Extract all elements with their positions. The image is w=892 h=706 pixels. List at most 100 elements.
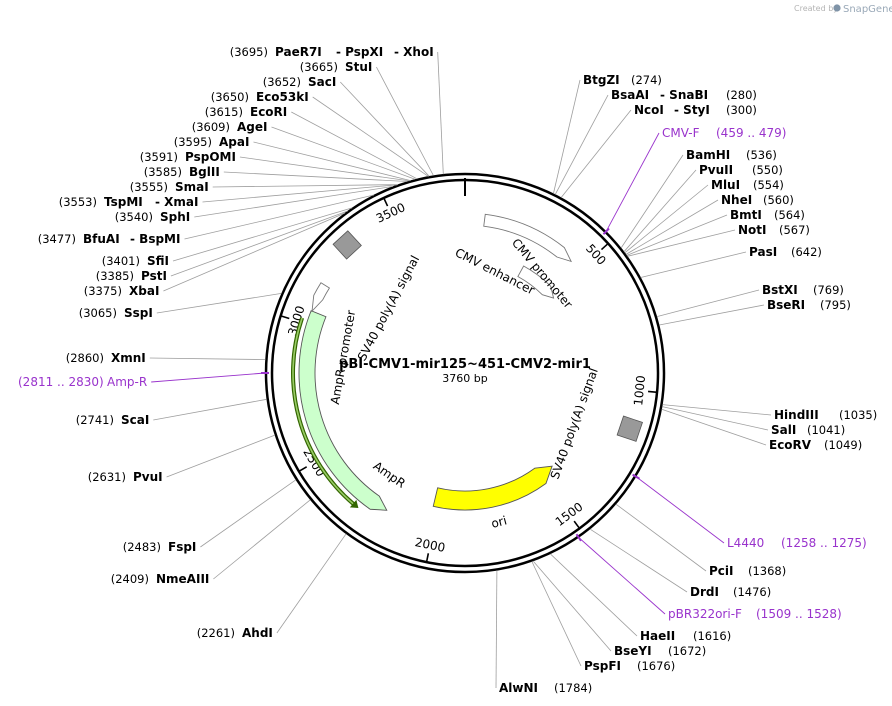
- enzyme-label-alwni[interactable]: AlwNI: [499, 681, 538, 695]
- enzyme-label-sspi[interactable]: SspI: [124, 306, 153, 320]
- enzyme-position: (2261): [197, 626, 235, 640]
- enzyme-label-nhei[interactable]: NheI: [721, 193, 752, 207]
- bp-tick-label: 3500: [374, 200, 408, 226]
- enzyme-position: (642): [791, 245, 822, 259]
- enzyme-label-eco53ki[interactable]: Eco53kI: [256, 90, 309, 104]
- enzyme-label-pcii[interactable]: PciI: [709, 564, 734, 578]
- primer-label-amp-r[interactable]: Amp-R: [107, 375, 147, 389]
- enzyme-position: (3401): [102, 254, 140, 268]
- feature-terminator-box[interactable]: [616, 415, 643, 442]
- enzyme-position: (3065): [79, 306, 117, 320]
- enzyme-position: (3375): [84, 284, 122, 298]
- ampr-strand-arrowhead: [349, 499, 359, 508]
- enzyme-label-ncoi[interactable]: NcoI: [634, 103, 664, 117]
- enzyme-label-bmti[interactable]: BmtI: [730, 208, 762, 222]
- cut-site-leader: [202, 184, 398, 203]
- enzyme-label-bglii[interactable]: BglII: [189, 165, 220, 179]
- enzyme-label-stui[interactable]: StuI: [345, 60, 372, 74]
- enzyme-position: (2483): [123, 540, 161, 554]
- enzyme-position: (3650): [211, 90, 249, 104]
- cut-site-leader: [640, 251, 747, 278]
- enzyme-label-pspxi[interactable]: - PspXI: [336, 45, 383, 59]
- cut-site-leader: [626, 214, 728, 256]
- enzyme-label-pspomi[interactable]: PspOMI: [185, 150, 236, 164]
- enzyme-label-bsaai[interactable]: BsaAI: [611, 88, 649, 102]
- enzyme-labels-right: BtgZI (274) BsaAI - SnaBI (280) NcoI - S…: [499, 73, 877, 695]
- enzyme-label-pasi[interactable]: PasI: [749, 245, 777, 259]
- enzyme-label-noti[interactable]: NotI: [738, 223, 767, 237]
- feature-arrow-ori[interactable]: [432, 465, 553, 511]
- enzyme-label-snabi[interactable]: - SnaBI: [660, 88, 708, 102]
- feature-label-ampr: AmpR: [371, 459, 408, 491]
- enzyme-label-scai[interactable]: ScaI: [121, 413, 149, 427]
- enzyme-label-pvuii[interactable]: PvuII: [699, 163, 733, 177]
- cut-site-leader: [615, 503, 707, 572]
- cut-site-leader: [212, 184, 398, 188]
- enzyme-label-xhoi[interactable]: - XhoI: [394, 45, 434, 59]
- primer-label-cmv-f[interactable]: CMV-F: [662, 126, 700, 140]
- enzyme-position: (3609): [192, 120, 230, 134]
- cut-site-leader: [200, 479, 297, 548]
- enzyme-label-bamhi[interactable]: BamHI: [686, 148, 730, 162]
- enzyme-label-bfuai[interactable]: BfuAI: [83, 232, 120, 246]
- feature-arrow-promoter[interactable]: [517, 265, 555, 299]
- enzyme-label-ecori[interactable]: EcoRI: [250, 105, 287, 119]
- enzyme-position: (2409): [111, 572, 149, 586]
- enzyme-label-bstxi[interactable]: BstXI: [762, 283, 798, 297]
- enzyme-position: (3615): [205, 105, 243, 119]
- enzyme-label-fspi[interactable]: FspI: [168, 540, 196, 554]
- enzyme-label-bseri[interactable]: BseRI: [767, 298, 805, 312]
- enzyme-label-hindiii[interactable]: HindIII: [774, 408, 819, 422]
- bp-tick-mark: [647, 390, 657, 394]
- enzyme-label-sfii[interactable]: SfiI: [147, 254, 169, 268]
- enzyme-label-sali[interactable]: SalI: [771, 423, 796, 437]
- enzyme-label-saci[interactable]: SacI: [308, 75, 336, 89]
- enzyme-label-xmai[interactable]: - XmaI: [155, 195, 199, 209]
- enzyme-label-psti[interactable]: PstI: [141, 269, 167, 283]
- enzyme-label-haeii[interactable]: HaeII: [640, 629, 675, 643]
- cut-site-leader: [153, 398, 267, 421]
- primer-label-pbr322ori-f[interactable]: pBR322ori-F: [668, 607, 742, 621]
- cut-site-leader: [239, 156, 410, 182]
- enzyme-position: (1368): [748, 564, 786, 578]
- enzyme-label-agei[interactable]: AgeI: [237, 120, 267, 134]
- cut-site-leader: [376, 66, 434, 176]
- cut-site-leader: [253, 141, 411, 181]
- enzyme-label-pvui[interactable]: PvuI: [133, 470, 163, 484]
- bp-tick-mark: [383, 198, 389, 207]
- enzyme-label-btgzi[interactable]: BtgZI: [583, 73, 620, 87]
- enzyme-position: (3477): [38, 232, 76, 246]
- feature-arrow-cds[interactable]: [298, 310, 388, 511]
- feature-arrow-promoter[interactable]: [311, 282, 331, 313]
- feature-terminator-box[interactable]: [332, 230, 362, 260]
- cut-site-leader: [553, 79, 581, 194]
- enzyme-label-ahdi[interactable]: AhdI: [242, 626, 273, 640]
- enzyme-position: (1476): [733, 585, 771, 599]
- enzyme-label-paer7i[interactable]: PaeR7I: [275, 45, 322, 59]
- enzyme-position: (560): [763, 193, 794, 207]
- feature-arrow-enhancer[interactable]: [483, 213, 572, 263]
- enzyme-label-bseyi[interactable]: BseYI: [614, 644, 652, 658]
- enzyme-label-pspfi[interactable]: PspFI: [584, 659, 621, 673]
- enzyme-label-mlui[interactable]: MluI: [711, 178, 740, 192]
- enzyme-label-sphi[interactable]: SphI: [160, 210, 190, 224]
- enzyme-label-smai[interactable]: SmaI: [175, 180, 209, 194]
- features: [298, 213, 643, 511]
- enzyme-label-nmeaiii[interactable]: NmeAIII: [156, 572, 209, 586]
- cut-site-leader: [554, 94, 609, 195]
- enzyme-position: (2741): [76, 413, 114, 427]
- enzyme-position: (550): [752, 163, 783, 177]
- enzyme-label-ecorv[interactable]: EcoRV: [769, 438, 812, 452]
- enzyme-label-apai[interactable]: ApaI: [219, 135, 249, 149]
- primer-label-l4440[interactable]: L4440: [727, 536, 764, 550]
- enzyme-label-drdi[interactable]: DrdI: [690, 585, 719, 599]
- enzyme-label-xmni[interactable]: XmnI: [111, 351, 146, 365]
- credit-brand: SnapGene: [843, 4, 892, 15]
- primer-leader: [635, 476, 725, 544]
- enzyme-label-tspmi[interactable]: TspMI: [104, 195, 143, 209]
- enzyme-label-styi[interactable]: - StyI: [674, 103, 710, 117]
- bp-tick-mark: [573, 520, 580, 529]
- enzyme-label-xbai[interactable]: XbaI: [129, 284, 159, 298]
- enzyme-label-bspmi[interactable]: - BspMI: [130, 232, 180, 246]
- cut-site-leader: [624, 184, 709, 254]
